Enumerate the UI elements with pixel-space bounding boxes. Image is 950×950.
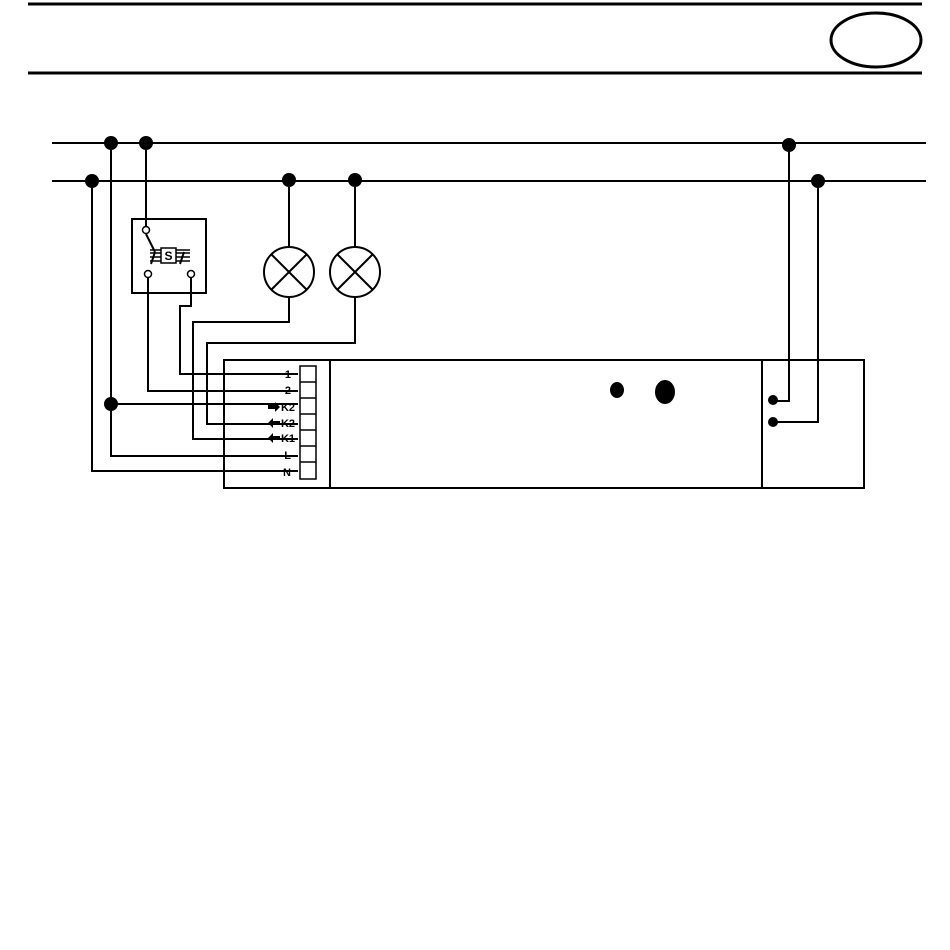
junction-dot bbox=[104, 136, 118, 150]
arrow-out-icon bbox=[268, 433, 280, 443]
switch-letter: S bbox=[164, 249, 172, 263]
controller-housing bbox=[224, 360, 864, 488]
switch-contact bbox=[143, 227, 150, 234]
terminal-label-l: L bbox=[284, 450, 291, 462]
terminal-label-1: 1 bbox=[285, 369, 291, 381]
junction-dot bbox=[282, 173, 296, 187]
wire-right-upper bbox=[776, 152, 789, 401]
terminal-strip bbox=[300, 366, 316, 479]
junction-dot bbox=[348, 173, 362, 187]
junction-dot bbox=[85, 174, 99, 188]
junction-dot bbox=[104, 397, 118, 411]
right-terminal-dot bbox=[768, 417, 778, 427]
lamp-2 bbox=[330, 247, 380, 297]
terminal-label-n: N bbox=[283, 467, 291, 479]
arrow-out-icon bbox=[268, 418, 280, 428]
switch-contact bbox=[188, 271, 195, 278]
wall-switch: S bbox=[132, 219, 206, 293]
indicator-led-large bbox=[655, 380, 675, 404]
terminal-label-k2-in: K2 bbox=[281, 402, 295, 414]
wire-live bbox=[111, 150, 298, 456]
right-terminal-dot bbox=[768, 395, 778, 405]
junction-dot bbox=[139, 136, 153, 150]
terminal-label-k2-out: K2 bbox=[281, 418, 295, 430]
lamp-1 bbox=[264, 247, 314, 297]
junction-dot bbox=[811, 174, 825, 188]
indicator-led-small bbox=[610, 382, 624, 398]
language-badge-oval bbox=[831, 13, 921, 67]
junction-dot bbox=[782, 138, 796, 152]
switch-contact bbox=[145, 271, 152, 278]
controller-unit bbox=[224, 360, 864, 488]
terminal-label-k1-out: K1 bbox=[281, 433, 295, 445]
terminal-label-2: 2 bbox=[285, 385, 291, 397]
wire-right-lower bbox=[776, 188, 818, 422]
